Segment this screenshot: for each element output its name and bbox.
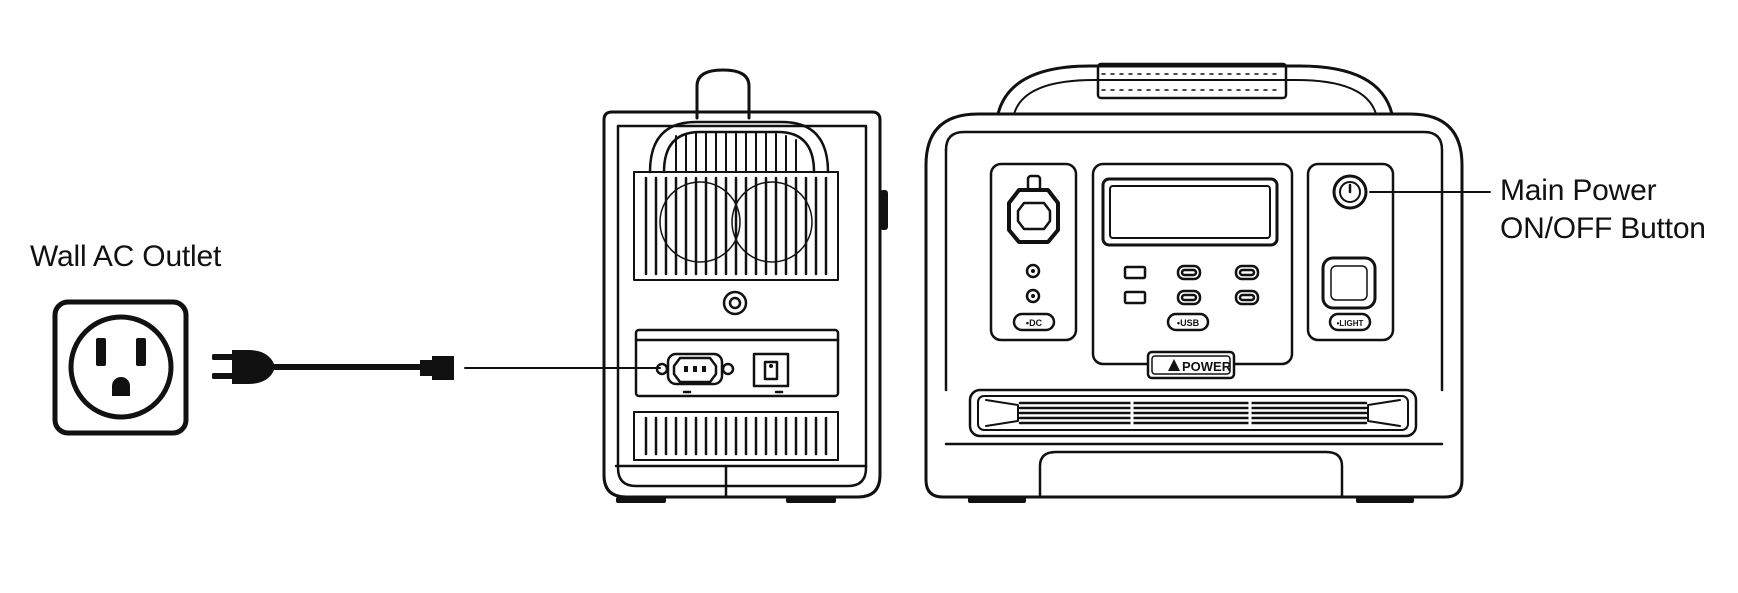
- main-power-button-label: Main Power ON/OFF Button: [1500, 172, 1706, 248]
- power-light-panel: •LIGHT: [1306, 162, 1395, 342]
- side-top-grille: [675, 132, 797, 173]
- side-bottom-grille: [644, 416, 828, 456]
- power-station-side-view: [602, 68, 888, 503]
- main-power-button[interactable]: [1332, 174, 1368, 210]
- main-power-label-line1: Main Power: [1500, 174, 1657, 207]
- usb-badge: •USB: [1177, 318, 1200, 328]
- front-vent: [968, 388, 1418, 438]
- display-usb-panel: •USB: [1091, 162, 1294, 366]
- brand-logo: POWER: [1146, 350, 1236, 380]
- dc-port-panel: •DC: [989, 162, 1078, 342]
- power-station-front-view: •DC •USB POWER: [924, 62, 1491, 503]
- wall-outlet-icon: [52, 299, 189, 436]
- ac-input-panel: [634, 328, 840, 398]
- light-badge: •LIGHT: [1337, 319, 1364, 328]
- power-cable: [212, 350, 661, 384]
- brand-text: POWER: [1182, 359, 1232, 374]
- main-power-label-line2: ON/OFF Button: [1500, 212, 1706, 245]
- dc-badge: •DC: [1026, 318, 1043, 328]
- wall-ac-outlet-label: Wall AC Outlet: [30, 240, 222, 273]
